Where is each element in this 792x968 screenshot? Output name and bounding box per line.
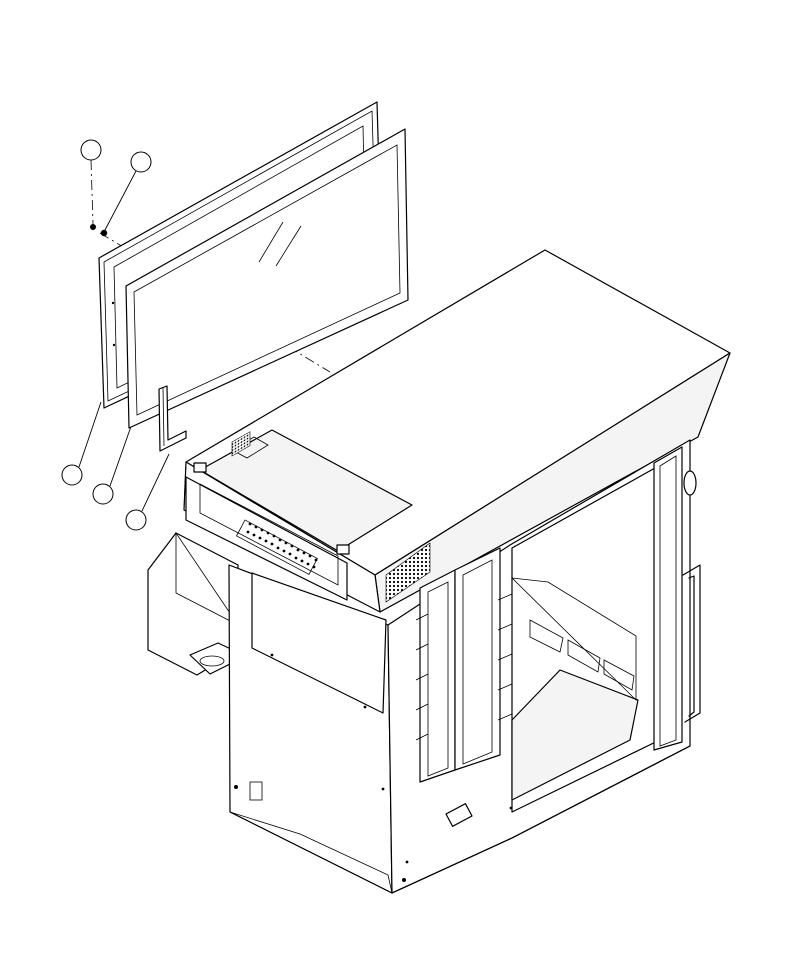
electronics-box — [185, 476, 348, 601]
base-edge — [391, 745, 691, 894]
vent-grille-side — [385, 542, 431, 603]
callout-balloon[interactable] — [125, 509, 147, 531]
window-glass-pane — [125, 128, 409, 429]
fastener-screws — [90, 224, 108, 237]
cab-assembly — [147, 249, 731, 894]
callout-balloon[interactable] — [130, 151, 152, 173]
grab-handle-ring — [683, 470, 697, 496]
pillar-panel-a — [419, 569, 456, 783]
rear-panel-window-1 — [529, 619, 564, 653]
left-panel-cutout — [249, 781, 263, 801]
l-bracket — [158, 385, 187, 452]
rear-panel-window-3 — [603, 659, 635, 691]
callout-balloon[interactable] — [80, 139, 102, 161]
rear-pillar — [653, 446, 683, 751]
pillar-tabs — [415, 593, 513, 741]
left-window-opening — [251, 572, 387, 714]
front-panel-cutout — [445, 803, 473, 827]
rear-panel-window-2 — [567, 639, 601, 673]
callout-balloons — [61, 139, 152, 531]
floor — [511, 669, 639, 801]
terminal-pins — [246, 522, 318, 569]
callout-balloon[interactable] — [61, 464, 83, 486]
pillar-panel-b — [454, 547, 501, 771]
callout-balloon[interactable] — [92, 483, 114, 505]
roof-clip-left — [193, 462, 207, 473]
roof-clip-right — [336, 544, 350, 555]
vent-grille-top — [231, 431, 251, 457]
grab-rail — [682, 564, 701, 723]
